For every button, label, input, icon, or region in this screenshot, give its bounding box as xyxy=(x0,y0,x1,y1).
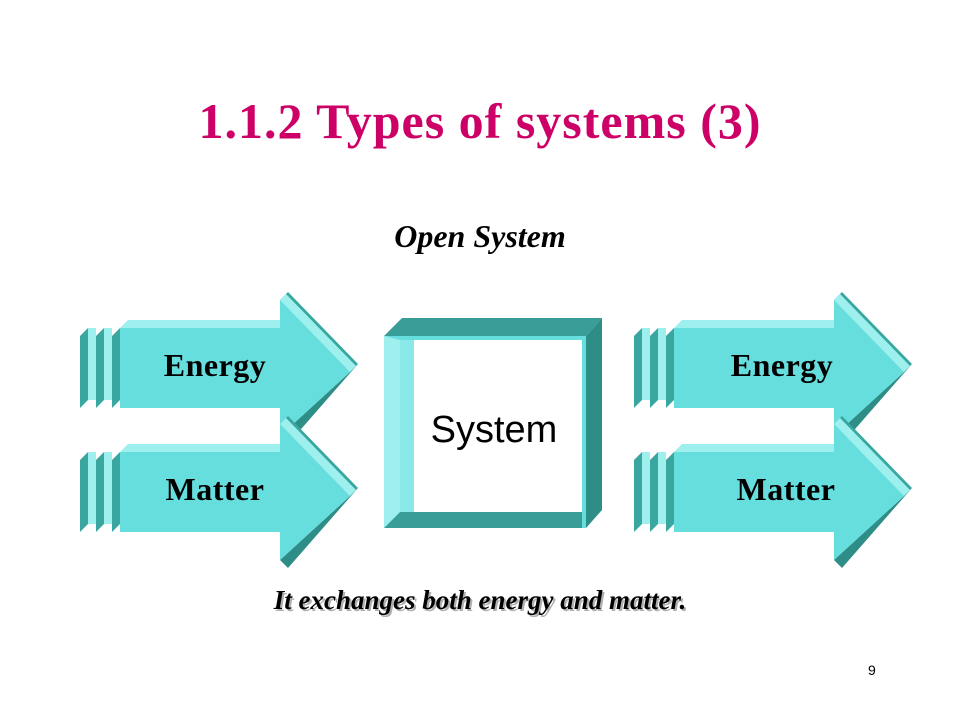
diagram-subtitle: Open System xyxy=(394,218,566,254)
output-arrow-energy-label: Energy xyxy=(731,347,834,383)
slide-title: 1.1.2 Types of systems (3) xyxy=(198,93,762,149)
input-arrow-matter: Matter xyxy=(80,416,358,568)
diagram-caption: It exchanges both energy and matter. xyxy=(273,585,687,615)
output-arrow-matter-label: Matter xyxy=(737,471,836,507)
input-arrow-energy-label: Energy xyxy=(164,347,267,383)
input-arrow-energy: Energy xyxy=(80,292,358,444)
output-arrow-energy: Energy xyxy=(634,292,912,444)
page-number: 9 xyxy=(868,662,876,678)
output-arrow-matter: Matter xyxy=(634,416,912,568)
input-arrow-matter-label: Matter xyxy=(166,471,265,507)
system-box: System xyxy=(384,318,602,528)
system-box-label: System xyxy=(431,409,558,451)
